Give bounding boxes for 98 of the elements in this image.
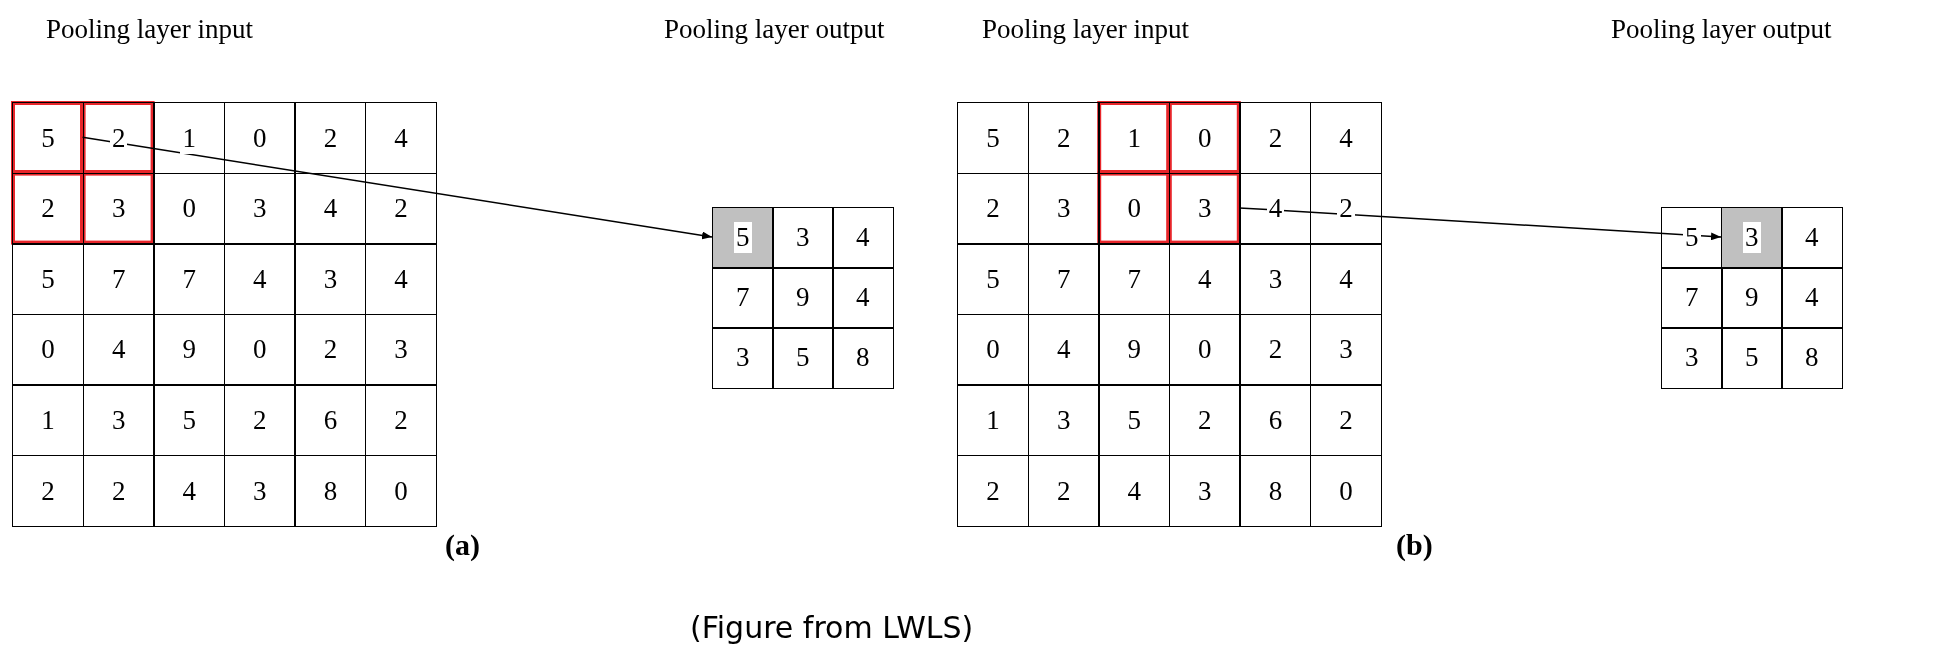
- grid-cell: 4: [1239, 172, 1312, 245]
- arrow: [1238, 207, 1722, 241]
- grid-cell: 2: [957, 455, 1030, 528]
- grid-cell: 5: [957, 243, 1030, 316]
- grid-cell: 3: [223, 455, 296, 528]
- grid-cell: 7: [1098, 243, 1171, 316]
- grid-cell: 8: [1239, 455, 1312, 528]
- grid-cell: 4: [1027, 313, 1100, 386]
- grid-cell: 1: [957, 384, 1030, 457]
- grid-cell: 4: [1168, 243, 1241, 316]
- grid-cell: 1: [153, 102, 226, 175]
- panel-title: Pooling layer input: [982, 14, 1189, 45]
- grid-cell: 0: [1310, 455, 1383, 528]
- grid-cell: 2: [1310, 384, 1383, 457]
- grid-cell: 0: [153, 172, 226, 245]
- grid-cell: 4: [1781, 267, 1843, 329]
- grid-cell: 3: [1027, 172, 1100, 245]
- grid-cell: 7: [712, 267, 774, 329]
- grid-cell: 0: [1168, 313, 1241, 386]
- grid-cell: 8: [294, 455, 367, 528]
- grid-cell: 3: [82, 384, 155, 457]
- grid-cell: 3: [223, 172, 296, 245]
- grid-cell: 0: [1168, 102, 1241, 175]
- grid-cell: 7: [153, 243, 226, 316]
- grid-cell: 5: [12, 243, 85, 316]
- grid-cell: 2: [1027, 102, 1100, 175]
- grid-cell: 9: [1098, 313, 1171, 386]
- grid-cell: 3: [1168, 172, 1241, 245]
- grid-cell: 4: [1098, 455, 1171, 528]
- grid-cell: 2: [294, 313, 367, 386]
- subfigure-label: (a): [445, 528, 480, 562]
- grid-cell: 2: [12, 172, 85, 245]
- grid-cell: 3: [1168, 455, 1241, 528]
- panel-title: Pooling layer output: [1611, 14, 1832, 45]
- grid-cell: 5: [1721, 327, 1783, 389]
- grid-cell: 8: [1781, 327, 1843, 389]
- grid-cell: 2: [294, 102, 367, 175]
- panel-title: Pooling layer output: [664, 14, 885, 45]
- grid-cell: 0: [365, 455, 438, 528]
- grid-cell: 4: [223, 243, 296, 316]
- grid-cell: 2: [1310, 172, 1383, 245]
- grid-cell: 4: [365, 243, 438, 316]
- grid-cell: 5: [12, 102, 85, 175]
- grid-cell: 5: [772, 327, 834, 389]
- grid-cell: 2: [957, 172, 1030, 245]
- grid-cell: 0: [1098, 172, 1171, 245]
- subfigure-label: (b): [1396, 528, 1433, 562]
- grid-cell: 3: [1661, 327, 1723, 389]
- grid-cell: 4: [832, 267, 894, 329]
- grid-cell: 2: [1239, 102, 1312, 175]
- grid-cell: 1: [12, 384, 85, 457]
- grid-cell: 9: [772, 267, 834, 329]
- grid-cell: 2: [82, 102, 155, 175]
- caption: (Figure from LWLS): [690, 610, 974, 645]
- grid-cell: 5: [712, 207, 774, 269]
- grid-cell: 2: [365, 172, 438, 245]
- grid-cell: 2: [223, 384, 296, 457]
- grid-cell: 2: [1168, 384, 1241, 457]
- grid-cell: 3: [1721, 207, 1783, 269]
- grid-cell: 2: [82, 455, 155, 528]
- grid-cell: 6: [1239, 384, 1312, 457]
- grid-cell: 4: [82, 313, 155, 386]
- grid-cell: 5: [1098, 384, 1171, 457]
- grid-cell: 0: [957, 313, 1030, 386]
- grid-cell: 4: [1310, 102, 1383, 175]
- grid-cell: 4: [832, 207, 894, 269]
- grid-cell: 3: [1310, 313, 1383, 386]
- grid-cell: 3: [365, 313, 438, 386]
- grid-cell: 2: [1239, 313, 1312, 386]
- grid-cell: 7: [1661, 267, 1723, 329]
- grid-cell: 0: [12, 313, 85, 386]
- grid-cell: 9: [1721, 267, 1783, 329]
- grid-cell: 1: [1098, 102, 1171, 175]
- grid-cell: 3: [772, 207, 834, 269]
- grid-cell: 9: [153, 313, 226, 386]
- grid-cell: 0: [223, 102, 296, 175]
- grid-cell: 0: [223, 313, 296, 386]
- grid-cell: 5: [957, 102, 1030, 175]
- grid-cell: 4: [365, 102, 438, 175]
- grid-cell: 3: [1239, 243, 1312, 316]
- grid-cell: 2: [12, 455, 85, 528]
- grid-cell: 3: [712, 327, 774, 389]
- arrow: [81, 136, 713, 240]
- grid-cell: 4: [153, 455, 226, 528]
- grid-cell: 4: [1781, 207, 1843, 269]
- grid-cell: 6: [294, 384, 367, 457]
- grid-cell: 3: [1027, 384, 1100, 457]
- grid-cell: 7: [1027, 243, 1100, 316]
- grid-cell: 3: [294, 243, 367, 316]
- grid-cell: 2: [365, 384, 438, 457]
- grid-cell: 4: [1310, 243, 1383, 316]
- grid-cell: 2: [1027, 455, 1100, 528]
- panel-title: Pooling layer input: [46, 14, 253, 45]
- grid-cell: 5: [153, 384, 226, 457]
- grid-cell: 3: [82, 172, 155, 245]
- grid-cell: 4: [294, 172, 367, 245]
- grid-cell: 8: [832, 327, 894, 389]
- grid-cell: 7: [82, 243, 155, 316]
